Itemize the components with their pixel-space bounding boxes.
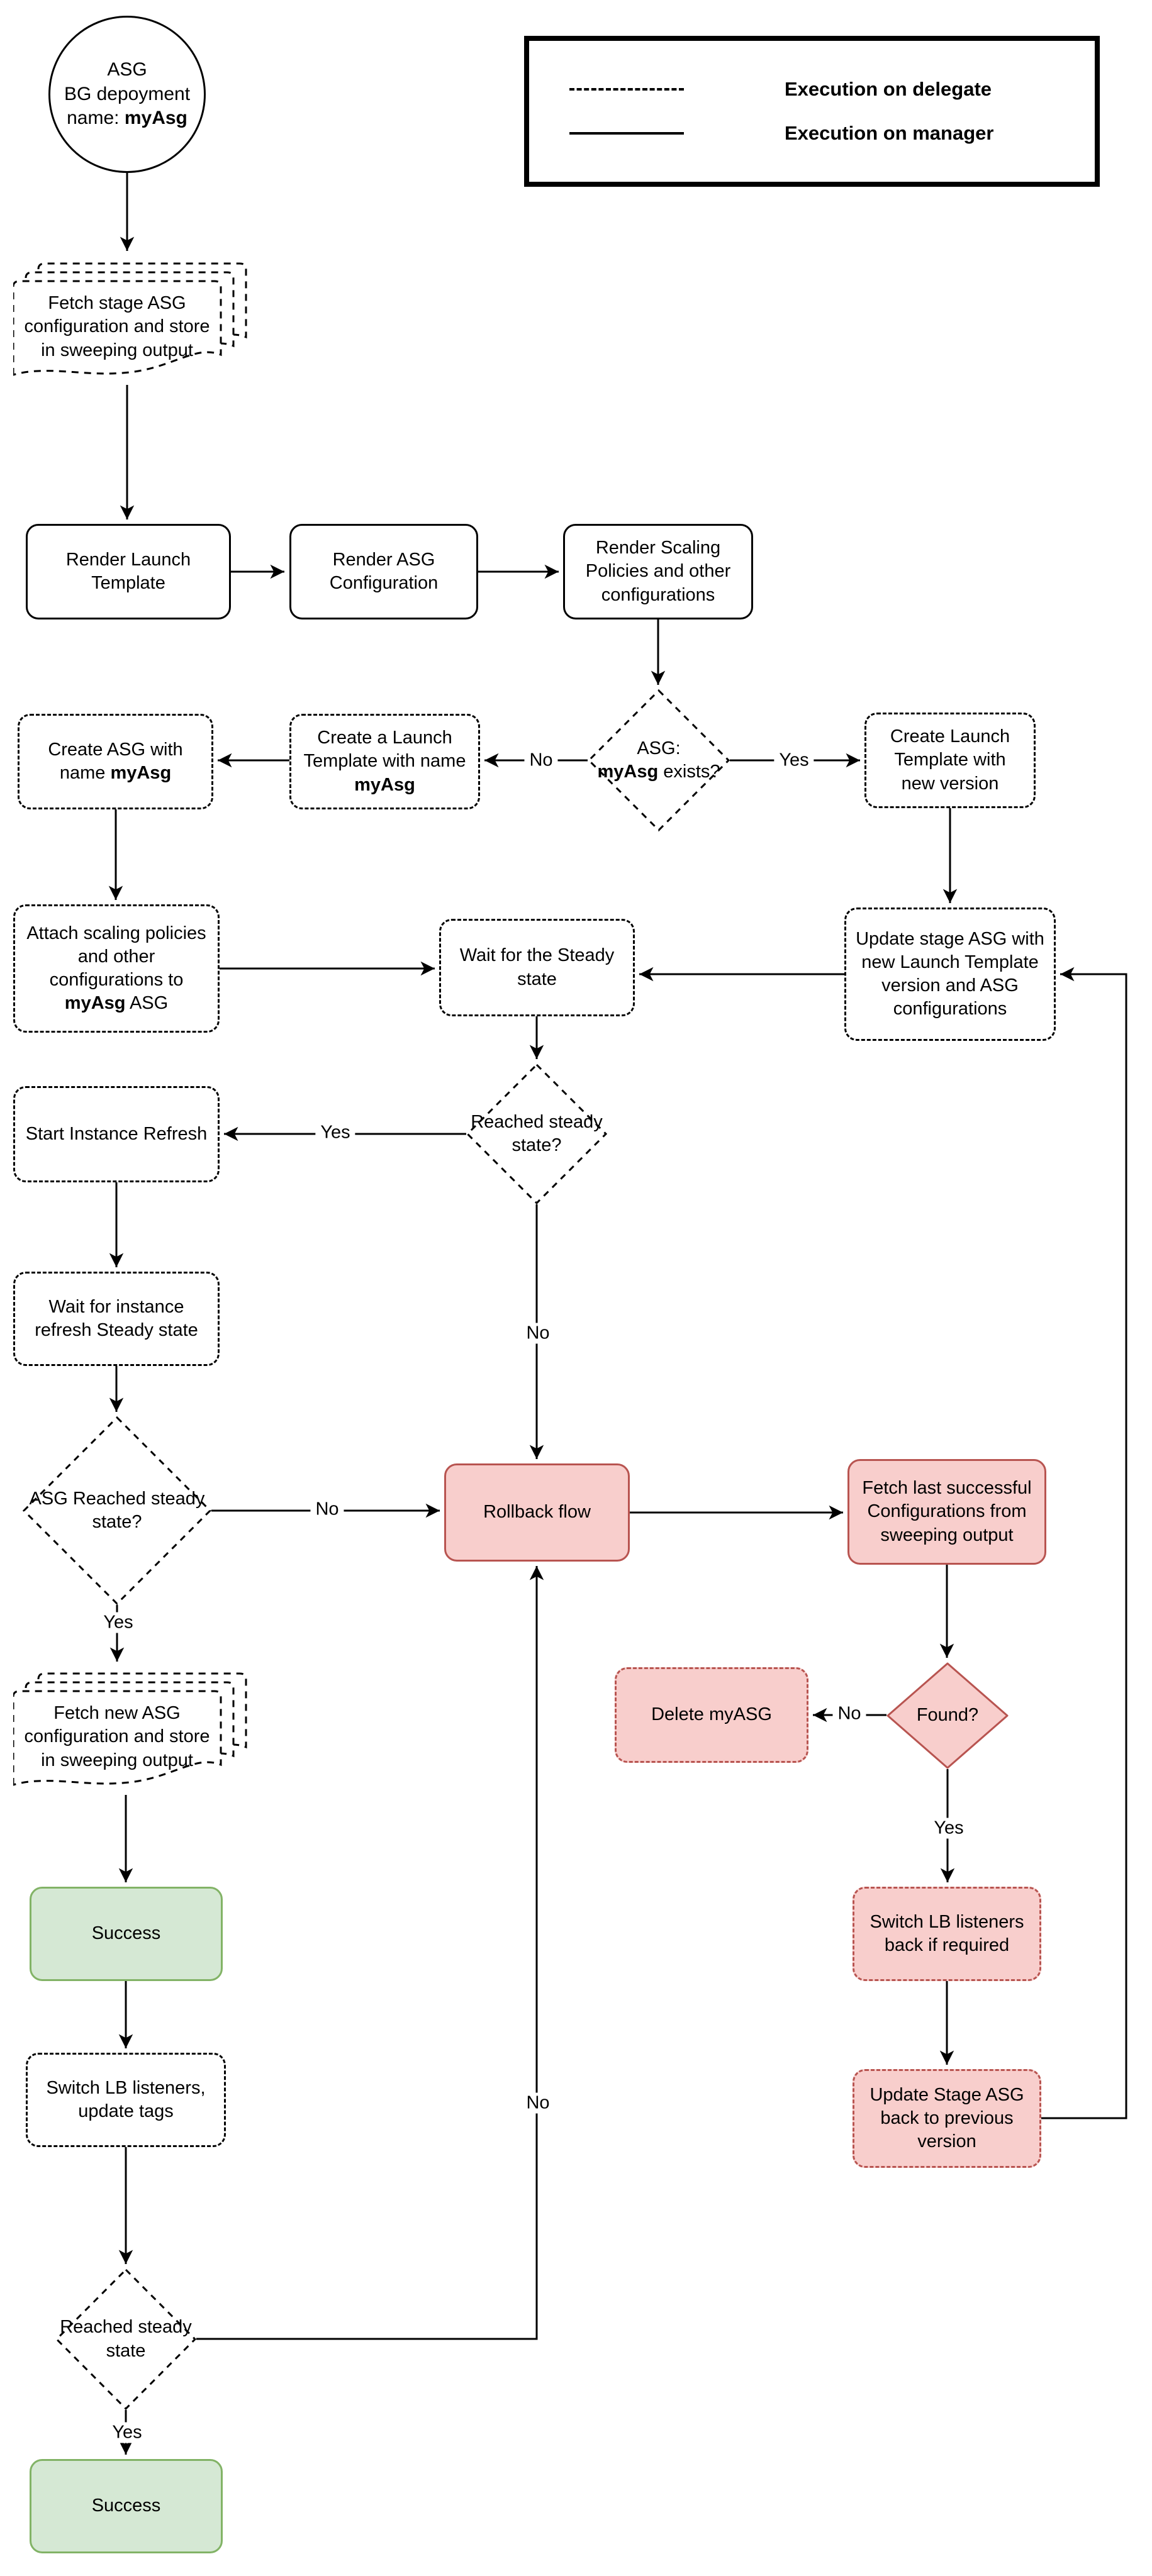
update-stage-back-node: Update Stage ASG back to previous versio… — [853, 2069, 1041, 2168]
asg-reached-steady-label: ASG Reached steady state? — [29, 1488, 205, 1532]
found-decision: Found? — [886, 1662, 1009, 1769]
attach-suffix: ASG — [125, 993, 169, 1014]
wait-instance-refresh-node: Wait for instance refresh Steady state — [13, 1272, 220, 1366]
edge-label-no-asgexists: No — [524, 750, 558, 771]
fetch-new-config-node: Fetch new ASG configuration and store in… — [13, 1665, 247, 1796]
asg-exists-suffix: exists? — [658, 762, 720, 782]
diamond-shape — [466, 1063, 607, 1204]
switch-lb-update-tags-node: Switch LB listeners, update tags — [26, 2053, 226, 2147]
multi-document-shape — [13, 262, 247, 376]
start-line3-prefix: name: — [67, 108, 125, 129]
update-stage-asg-node: Update stage ASG with new Launch Templat… — [844, 908, 1056, 1041]
success-node-2: Success — [30, 2459, 223, 2553]
rollback-flow-node: Rollback flow — [444, 1463, 630, 1562]
edge-updateback-to-updatestage — [1041, 967, 1127, 2119]
multi-document-shape — [13, 1672, 247, 1786]
create-asg-prefix: Create ASG with name — [48, 739, 183, 783]
start-node: ASG BG depoyment name: myAsg — [48, 16, 206, 173]
edge-label-no-reached1: No — [521, 1323, 555, 1344]
start-instance-refresh-node: Start Instance Refresh — [13, 1086, 220, 1182]
start-line1: ASG — [107, 59, 147, 80]
edge-label-yes-reached1: Yes — [315, 1122, 355, 1143]
create-asg-node: Create ASG with name myAsg — [18, 714, 213, 809]
found-label: Found? — [916, 1705, 979, 1726]
asg-exists-decision: ASG: myAsg exists? — [588, 689, 730, 831]
create-lt-prefix: Create a Launch Template with name — [303, 728, 466, 772]
start-line3-bold: myAsg — [124, 108, 187, 129]
dashed-line-sample — [569, 88, 684, 91]
asg-exists-label: ASG: myAsg exists? — [588, 689, 730, 831]
legend-label-manager: Execution on manager — [785, 122, 994, 144]
legend-row-delegate: Execution on delegate — [569, 78, 1095, 101]
edge-label-no-asgreached: No — [310, 1499, 344, 1520]
diamond-shape — [588, 689, 730, 831]
fetch-new-config-label: Fetch new ASG configuration and store in… — [24, 1703, 210, 1770]
legend-row-manager: Execution on manager — [569, 122, 1095, 145]
asg-exists-bold: myAsg — [597, 762, 659, 782]
delete-myasg-node: Delete myASG — [615, 1667, 808, 1763]
create-lt-bold: myAsg — [354, 774, 415, 795]
reached-steady-2-decision: Reached steady state — [55, 2268, 196, 2410]
attach-bold: myAsg — [64, 993, 126, 1014]
reached-steady-1-label: Reached steady state? — [471, 1111, 603, 1155]
render-scaling-policies-node: Render Scaling Policies and other config… — [563, 524, 753, 619]
wait-steady-state-node: Wait for the Steady state — [439, 919, 635, 1016]
diamond-shape — [55, 2268, 196, 2410]
legend-label-delegate: Execution on delegate — [785, 78, 992, 100]
fetch-stage-config-node: Fetch stage ASG configuration and store … — [13, 255, 247, 386]
reached-steady-2-label: Reached steady state — [60, 2317, 192, 2361]
switch-lb-back-node: Switch LB listeners back if required — [853, 1887, 1041, 1981]
asg-exists-line1: ASG: — [637, 738, 681, 758]
create-lt-new-version-node: Create Launch Template with new version — [864, 713, 1036, 808]
edge-label-no-reached2: No — [521, 2092, 555, 2114]
diamond-shape — [23, 1416, 211, 1605]
diamond-shape — [886, 1662, 1009, 1769]
fetch-stage-config-label: Fetch stage ASG configuration and store … — [24, 293, 210, 360]
edge-label-no-found: No — [832, 1703, 866, 1724]
start-line2: BG depoyment — [64, 83, 191, 104]
edge-label-yes-found: Yes — [929, 1818, 969, 1839]
render-launch-template-node: Render Launch Template — [26, 524, 231, 619]
edge-label-yes-reached2: Yes — [107, 2422, 147, 2443]
attach-scaling-policies-node: Attach scaling policies and other config… — [13, 904, 220, 1033]
success-node-1: Success — [30, 1887, 223, 1981]
fetch-last-successful-node: Fetch last successful Configurations fro… — [847, 1459, 1046, 1565]
reached-steady-1-decision: Reached steady state? — [466, 1063, 607, 1204]
create-launch-template-node: Create a Launch Template with name myAsg — [289, 714, 480, 809]
solid-line-sample — [569, 132, 684, 135]
asg-reached-steady-decision: ASG Reached steady state? — [23, 1416, 211, 1605]
legend-box: Execution on delegate Execution on manag… — [524, 36, 1100, 187]
edge-label-yes-asgreached: Yes — [98, 1612, 138, 1633]
edge-label-yes-asgexists: Yes — [774, 750, 814, 771]
attach-prefix: Attach scaling policies and other config… — [26, 923, 206, 990]
edge-reached2-no-to-rollback — [196, 1566, 544, 2340]
render-asg-configuration-node: Render ASG Configuration — [289, 524, 478, 619]
create-asg-bold: myAsg — [110, 763, 172, 783]
